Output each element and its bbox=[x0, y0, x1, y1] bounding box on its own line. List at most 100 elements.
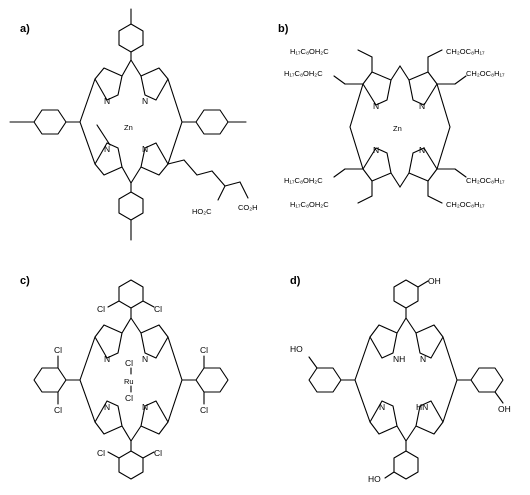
panel-d-oh-top: OH bbox=[428, 276, 441, 286]
bond-57 bbox=[140, 324, 169, 359]
bond-74 bbox=[107, 451, 120, 459]
bond-64 bbox=[79, 336, 96, 381]
bond-35 bbox=[399, 172, 410, 188]
panel-c-porphyrin-core bbox=[33, 279, 229, 480]
panel-c-n-3: N bbox=[104, 402, 110, 412]
bond-69 bbox=[118, 279, 144, 309]
panel-a-pyrrole-top-right bbox=[140, 67, 169, 101]
bond-108 bbox=[470, 367, 504, 393]
bond-67 bbox=[167, 379, 183, 423]
bond-19 bbox=[195, 109, 229, 135]
panel-c-cl-2: Cl bbox=[154, 304, 162, 314]
bond-1 bbox=[130, 59, 142, 77]
panel-d-n-1: N bbox=[420, 354, 426, 364]
bond-109 bbox=[494, 391, 504, 404]
panel-b-label: b) bbox=[278, 23, 289, 35]
panel-a-n-1: N bbox=[104, 96, 110, 106]
panel-c-n-4: N bbox=[142, 402, 148, 412]
bond-77 bbox=[33, 367, 67, 393]
bond-7 bbox=[167, 121, 183, 165]
bond-88 bbox=[369, 400, 398, 435]
bond-87 bbox=[415, 324, 444, 359]
panel-b-chain-2: H₁₇C₈OH₂C bbox=[284, 69, 323, 78]
bond-6 bbox=[167, 78, 183, 123]
panel-b-chain-7: CH₂OC₈H₁₇ bbox=[466, 176, 505, 185]
bond-75 bbox=[142, 451, 155, 459]
bond-2 bbox=[121, 166, 132, 184]
bond-100 bbox=[417, 280, 429, 288]
bond-31 bbox=[408, 147, 438, 182]
panel-b-n-3: N bbox=[373, 145, 379, 155]
panel-d-label: d) bbox=[290, 275, 301, 287]
bond-61 bbox=[130, 317, 142, 334]
bond-21 bbox=[167, 159, 185, 165]
bond-10 bbox=[118, 23, 144, 53]
bond-25 bbox=[224, 181, 241, 187]
bond-36 bbox=[349, 83, 364, 128]
panel-a-pyrrole-bottom-right bbox=[140, 142, 169, 176]
bond-37 bbox=[349, 126, 364, 170]
bond-63 bbox=[130, 425, 142, 442]
panel-c-metal: Ru bbox=[124, 377, 134, 386]
bond-102 bbox=[393, 450, 419, 480]
panel-c-cl-3: Cl bbox=[54, 345, 62, 355]
panel-d-ho-bottom: HO bbox=[368, 474, 381, 484]
bond-95 bbox=[354, 379, 371, 423]
bond-33 bbox=[399, 65, 410, 81]
bond-27 bbox=[239, 181, 249, 199]
bond-93 bbox=[405, 425, 417, 442]
panel-a-metal: Zn bbox=[124, 123, 133, 132]
panel-a-n-2: N bbox=[142, 96, 148, 106]
panel-a-n-3: N bbox=[104, 144, 110, 154]
panel-a-porphyrin-core bbox=[9, 8, 249, 241]
panel-a-n-4: N bbox=[142, 144, 148, 154]
bond-47 bbox=[454, 75, 467, 85]
bond-38 bbox=[436, 83, 451, 128]
bond-8 bbox=[96, 124, 111, 146]
bond-51 bbox=[333, 168, 346, 178]
panel-b-metal: Zn bbox=[393, 124, 402, 133]
bond-86 bbox=[369, 324, 398, 359]
panel-b-chain-1: H₁₇C₈OH₂C bbox=[290, 47, 329, 56]
panel-d-nh: NH bbox=[393, 354, 405, 364]
panel-b-n-1: N bbox=[373, 101, 379, 111]
bond-3 bbox=[130, 166, 142, 184]
panel-c: c) bbox=[20, 275, 229, 480]
bond-66 bbox=[167, 336, 183, 381]
panel-c-n-1: N bbox=[104, 354, 110, 364]
panel-a-pyrrole-bottom-left bbox=[94, 142, 123, 176]
bond-99 bbox=[393, 279, 419, 309]
panel-c-cl-5: Cl bbox=[200, 345, 208, 355]
panel-c-n-2: N bbox=[142, 354, 148, 364]
panel-d-n-2: N bbox=[379, 402, 385, 412]
bond-24 bbox=[211, 170, 226, 187]
panel-c-cl-4: Cl bbox=[54, 405, 62, 415]
panel-b-chain-4: CH₂OC₈H₁₇ bbox=[466, 69, 505, 78]
panel-b-chain-3: CH₂OC₈H₁₇ bbox=[446, 47, 485, 56]
panel-a-pyrrole-top-left bbox=[94, 67, 123, 101]
bond-91 bbox=[405, 317, 417, 334]
panel-b-porphyrin-core bbox=[333, 49, 467, 204]
bond-22 bbox=[183, 159, 198, 176]
panel-a-acid-right: CO₂H bbox=[238, 203, 258, 212]
panel-c-cl-6: Cl bbox=[200, 405, 208, 415]
panel-c-label: c) bbox=[20, 275, 30, 287]
panel-d: d) bbox=[290, 275, 511, 484]
panel-b-n-4: N bbox=[419, 145, 425, 155]
bond-81 bbox=[195, 367, 229, 393]
bond-92 bbox=[396, 425, 407, 442]
bond-105 bbox=[308, 367, 342, 393]
bond-23 bbox=[196, 170, 213, 176]
panel-b-chain-8: CH₂OC₈H₁₇ bbox=[446, 200, 485, 209]
panel-d-ho-left: HO bbox=[290, 344, 303, 354]
bond-73 bbox=[118, 450, 144, 480]
bond-39 bbox=[436, 126, 451, 170]
panel-c-cl-1: Cl bbox=[97, 304, 105, 314]
bond-32 bbox=[390, 65, 401, 81]
bond-94 bbox=[354, 336, 371, 381]
bond-16 bbox=[33, 109, 67, 135]
panel-b: b) N N N N Zn H₁₇C₈ bbox=[278, 23, 505, 209]
bond-28 bbox=[362, 71, 392, 106]
bond-41 bbox=[357, 49, 373, 58]
